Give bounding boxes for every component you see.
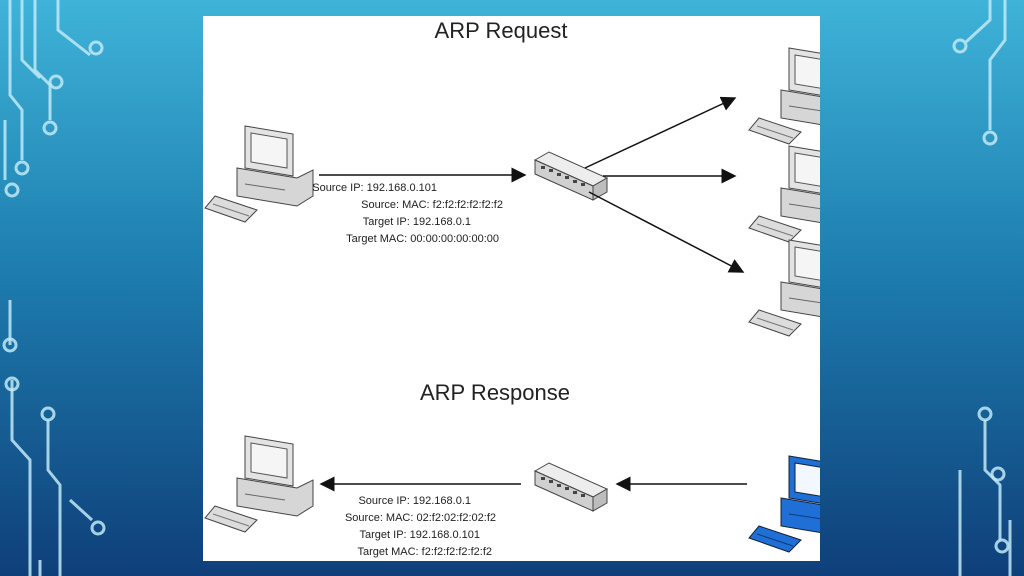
response-source-mac: Source: MAC: 02:f2:02:f2:02:f2 — [344, 512, 496, 524]
responder-computer-icon — [748, 455, 858, 553]
arp-diagram — [204, 47, 858, 553]
request-target-mac: Target MAC: 00:00:00:00:00:00 — [346, 233, 499, 245]
response-target-mac: Target MAC: f2:f2:f2:f2:f2:f2 — [357, 546, 492, 558]
broadcast-arrow-1 — [584, 96, 737, 169]
response-target-ip: Target IP: 192.168.0.101 — [359, 529, 480, 541]
request-title: ARP Request — [434, 18, 568, 43]
source-computer-icon — [204, 125, 314, 223]
request-source-ip: Source IP: 192.168.0.101 — [312, 182, 437, 194]
host-computer-icon-3 — [748, 239, 858, 337]
host-computer-icon-2 — [748, 145, 858, 243]
response-source-ip: Source IP: 192.168.0.1 — [358, 495, 471, 507]
response-title: ARP Response — [419, 380, 570, 405]
broadcast-arrow-3 — [588, 191, 745, 273]
switch-icon — [534, 151, 608, 201]
response-switch-icon — [534, 462, 608, 512]
request-source-mac: Source: MAC: f2:f2:f2:f2:f2:f2 — [361, 199, 503, 211]
requester-computer-icon — [204, 435, 314, 533]
diagram-canvas: ARP Request Source IP: 192.168.0.101 Sou… — [203, 16, 858, 561]
host-computer-icon-1 — [748, 47, 858, 145]
request-target-ip: Target IP: 192.168.0.1 — [362, 216, 471, 228]
